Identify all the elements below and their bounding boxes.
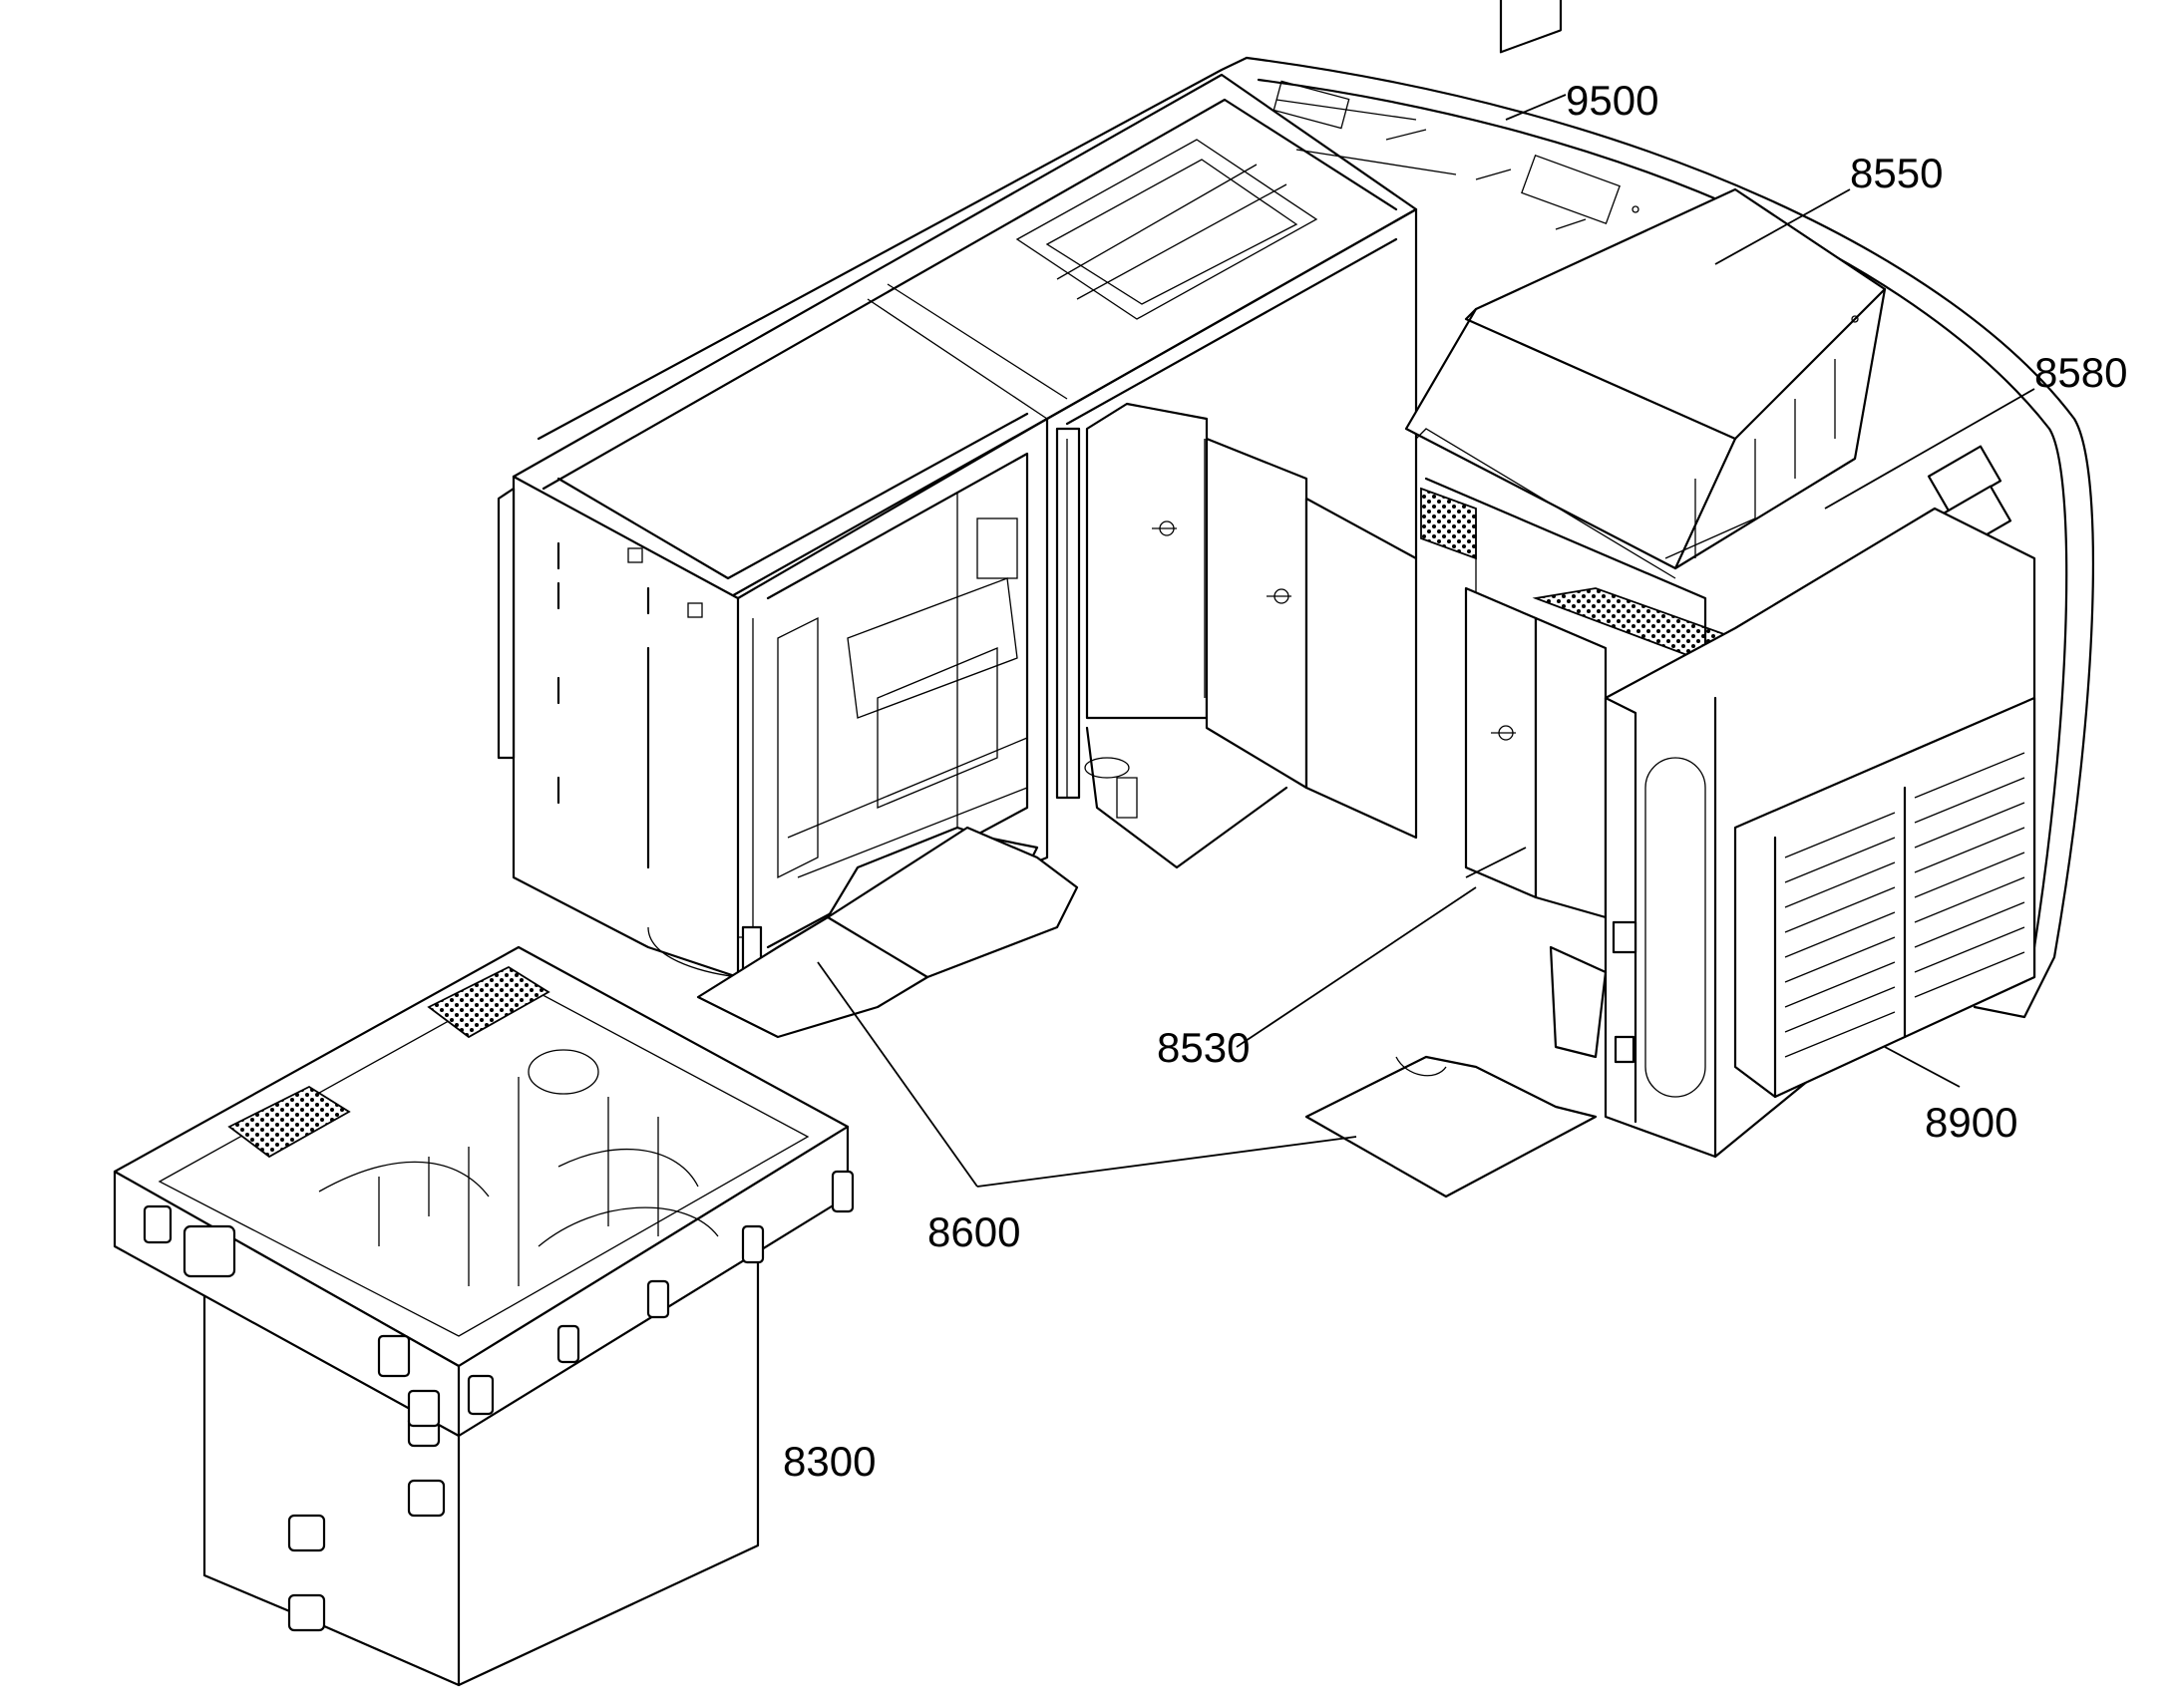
- middle-cabinet-doors: [1045, 207, 1418, 869]
- floor-plates-8600: [696, 826, 1608, 1198]
- lower-box-8300: [113, 945, 855, 1687]
- left-cabinet: [497, 73, 1418, 983]
- top-cover-box-8550: [1404, 187, 1887, 579]
- callout-8550: 8550: [1850, 150, 1943, 196]
- radiator-louvers: [1784, 752, 2025, 1058]
- leader-8600-b: [976, 1136, 1357, 1188]
- leader-8580: [1824, 388, 2035, 510]
- leader-8530-b: [1236, 886, 1477, 1048]
- leader-8550: [1714, 188, 1851, 265]
- leader-8900: [1884, 1046, 1961, 1088]
- leader-lines: [817, 94, 2035, 1188]
- leader-8600-a: [817, 961, 978, 1188]
- callout-9500: 9500: [1566, 77, 1658, 124]
- partition-8580: [1420, 0, 1738, 959]
- radiator-cabinet-8900: [1604, 507, 2036, 1159]
- callout-8300: 8300: [783, 1438, 876, 1485]
- leader-9500: [1505, 94, 1567, 121]
- callout-8900: 8900: [1925, 1099, 2017, 1146]
- callout-8600: 8600: [927, 1208, 1020, 1255]
- callout-8530: 8530: [1157, 1024, 1250, 1071]
- leader-8530: [1465, 847, 1527, 878]
- callout-8580: 8580: [2034, 349, 2127, 396]
